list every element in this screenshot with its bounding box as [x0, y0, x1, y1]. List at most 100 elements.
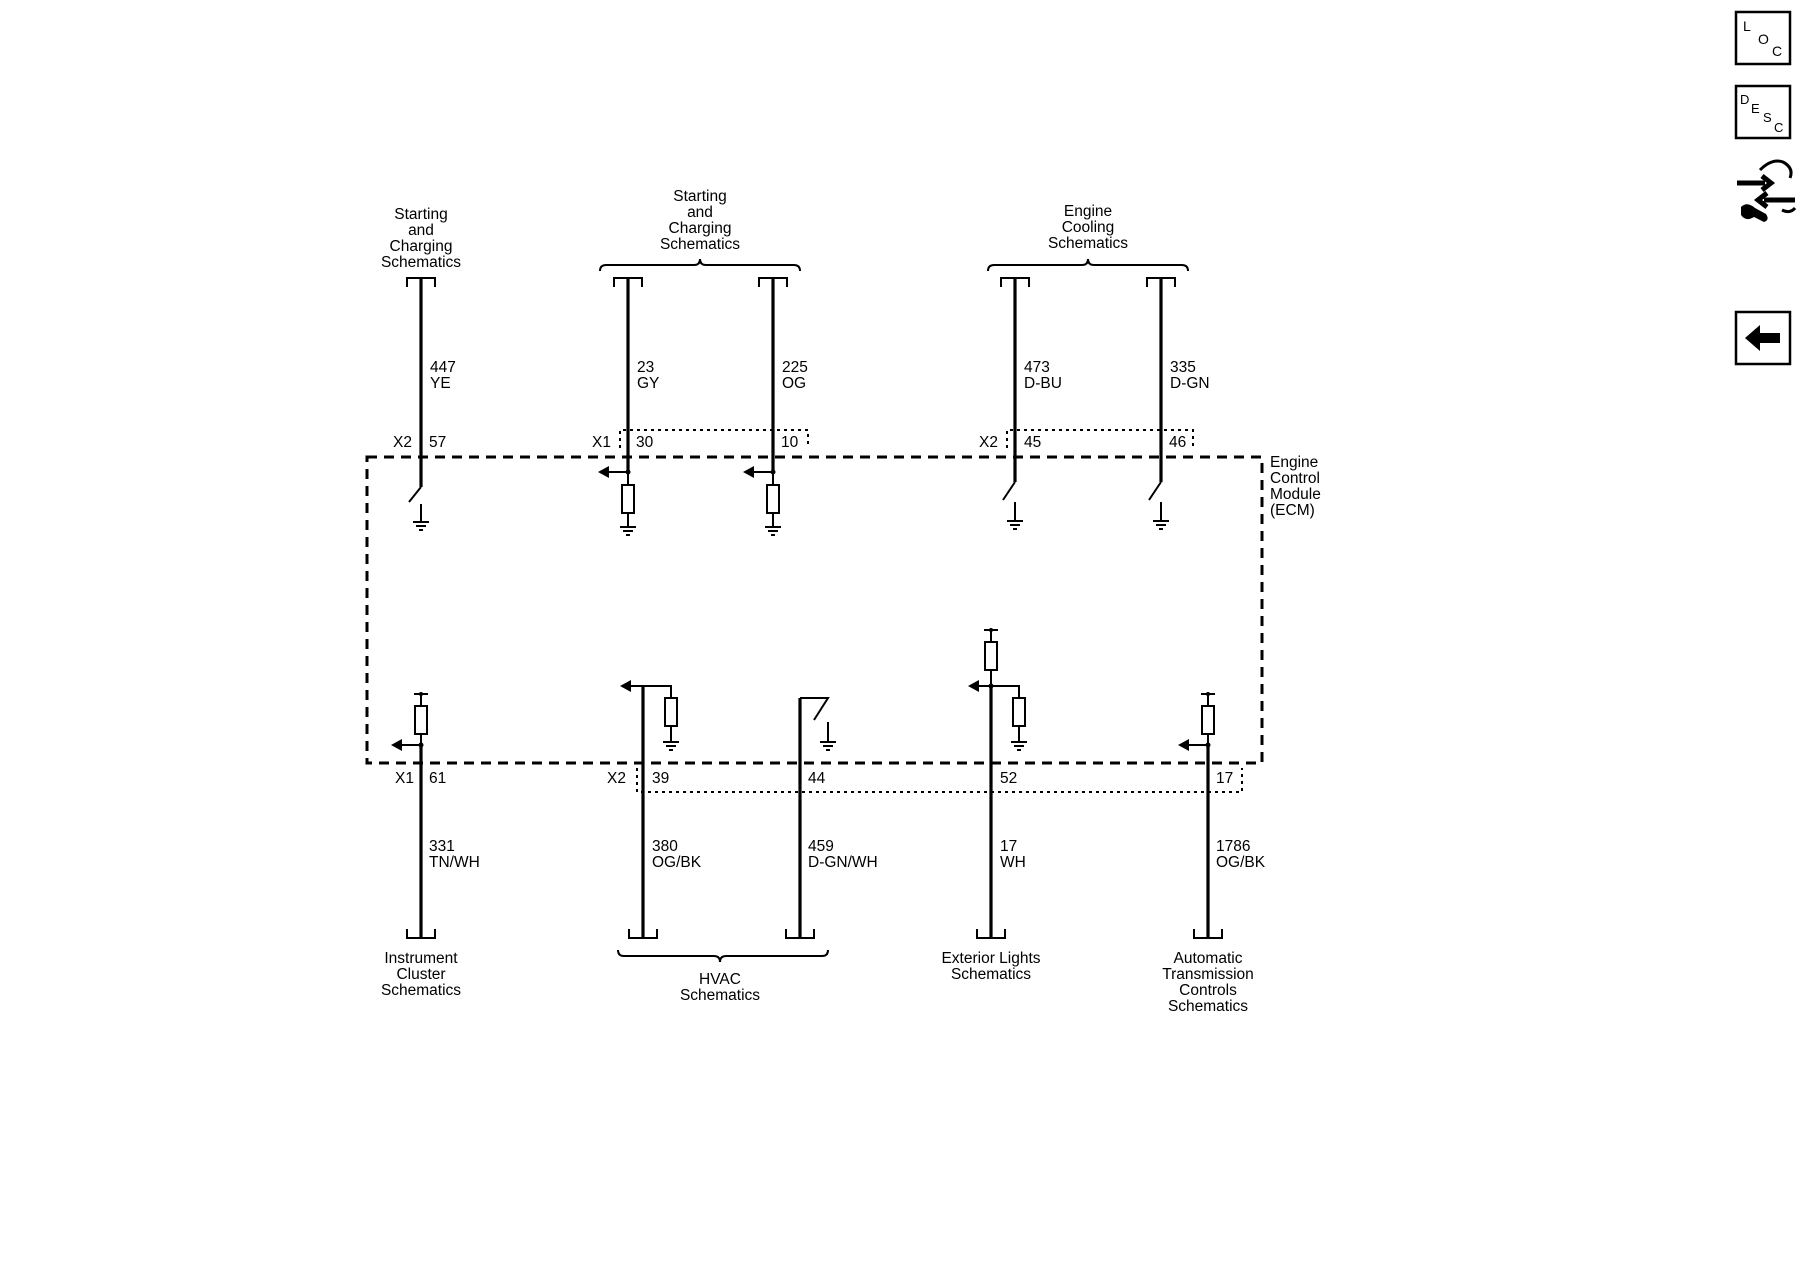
desc-letter: E	[1751, 101, 1760, 116]
ref-label-line: Schematics	[951, 966, 1031, 983]
circuit-number: 380	[652, 838, 678, 855]
ref-label-line: Charging	[669, 220, 732, 237]
resistor-icon	[984, 641, 998, 671]
resistor-icon	[1012, 697, 1026, 727]
circuit-380	[620, 680, 679, 939]
ecm-name-2: Control	[1270, 470, 1320, 487]
ref-label-line: Instrument	[384, 950, 458, 967]
ecm-name-4: (ECM)	[1270, 502, 1315, 519]
switch	[1002, 481, 1016, 501]
top-ref-engine-cooling[interactable]: Engine Cooling Schematics	[1048, 203, 1128, 252]
connector-x2-bottom-outline	[636, 768, 1243, 793]
circuit-225	[743, 277, 788, 536]
loc-button-frame	[1734, 10, 1792, 66]
wrench-icon	[1741, 204, 1768, 222]
loc-button[interactable]: L O C	[1734, 10, 1792, 66]
signal-arrow-icon	[968, 680, 979, 692]
ecm-name-1: Engine	[1270, 454, 1318, 471]
circuit-459	[785, 697, 836, 939]
ref-label-line: Transmission	[1162, 966, 1254, 983]
pin-number: 61	[429, 770, 446, 787]
pulldown-line	[643, 685, 672, 698]
circuit-number: 447	[430, 359, 456, 376]
connector-terminal	[628, 929, 658, 939]
pin-number: 17	[1216, 770, 1233, 787]
circuit-number: 23	[637, 359, 654, 376]
connector-tool-icon[interactable]	[1737, 159, 1797, 222]
loc-letter: L	[1743, 18, 1751, 34]
circuit-17	[968, 628, 1027, 939]
pin-number: 10	[781, 434, 799, 451]
resistor-icon	[1201, 705, 1215, 735]
signal-arrow-icon	[598, 466, 609, 478]
bottom-ref-hvac[interactable]: HVAC Schematics	[680, 971, 760, 1004]
ground-icon	[1007, 502, 1023, 530]
wire-color: D-BU	[1024, 375, 1062, 392]
connector-terminal	[1193, 929, 1223, 939]
desc-button-frame	[1734, 84, 1792, 140]
pin-number: 30	[636, 434, 654, 451]
arrow-left-part	[1753, 191, 1795, 209]
ecm-name-3: Module	[1270, 486, 1321, 503]
switch	[408, 486, 422, 503]
signal-arrow-icon	[620, 680, 631, 692]
resistor-icon	[766, 484, 780, 514]
ground-icon	[1153, 502, 1169, 530]
signal-arrow-icon	[1178, 739, 1189, 751]
junction-dot	[419, 692, 423, 696]
wire-color: GY	[637, 375, 659, 392]
circuit-1786	[1178, 692, 1223, 939]
pin-number: 52	[1000, 770, 1017, 787]
ground-icon	[620, 472, 636, 536]
desc-button[interactable]: D E S C	[1734, 84, 1792, 140]
connector-terminal	[976, 929, 1006, 939]
ref-label-line: HVAC	[699, 971, 741, 988]
bottom-ref-instrument-cluster[interactable]: Instrument Cluster Schematics	[381, 950, 461, 999]
ref-label-line: and	[408, 222, 434, 239]
circuit-number: 1786	[1216, 838, 1250, 855]
ecm-module-box	[365, 455, 1264, 765]
pin-number: 44	[808, 770, 826, 787]
back-button[interactable]	[1734, 310, 1792, 366]
wire-color: WH	[1000, 854, 1026, 871]
brace-top-cooling	[987, 258, 1189, 272]
pin-number: 39	[652, 770, 669, 787]
connector-outline	[1758, 159, 1797, 214]
bottom-ref-automatic-transmission[interactable]: Automatic Transmission Controls Schemati…	[1162, 950, 1254, 1015]
loc-letter: C	[1772, 43, 1782, 59]
connector-x1-top-outline	[619, 429, 809, 448]
ref-label-line: Schematics	[1168, 998, 1248, 1015]
top-ref-starting-charging-2[interactable]: Starting and Charging Schematics	[660, 188, 740, 253]
connector-id: X2	[393, 434, 412, 451]
wire-color: YE	[430, 375, 451, 392]
circuit-number: 459	[808, 838, 834, 855]
ref-label-line: Schematics	[381, 254, 461, 271]
wire-color: OG/BK	[1216, 854, 1266, 871]
ground-icon	[663, 726, 679, 751]
connector-terminal	[406, 929, 436, 939]
ref-label-line: Cluster	[396, 966, 445, 983]
circuit-23	[598, 277, 643, 536]
circuit-number: 225	[782, 359, 808, 376]
pin-number: 46	[1169, 434, 1186, 451]
ref-label-line: Schematics	[381, 982, 461, 999]
top-ref-starting-charging-1[interactable]: Starting and Charging Schematics	[381, 206, 461, 271]
pulldown-line	[991, 685, 1020, 698]
pullup-supply	[414, 693, 428, 745]
pullup-supply	[1201, 693, 1215, 745]
ref-label-line: Controls	[1179, 982, 1237, 999]
ref-label-line: Schematics	[660, 236, 740, 253]
brace-bottom-hvac	[617, 949, 829, 963]
circuit-number: 331	[429, 838, 455, 855]
arrow-right-part	[1737, 174, 1776, 192]
circuit-number: 473	[1024, 359, 1050, 376]
switch	[800, 697, 830, 721]
ref-label-line: Cooling	[1062, 219, 1115, 236]
bottom-ref-exterior-lights[interactable]: Exterior Lights Schematics	[941, 950, 1040, 983]
desc-letter: S	[1763, 110, 1772, 125]
junction-dot	[1206, 692, 1210, 696]
resistor-icon	[664, 697, 678, 727]
ref-label-line: Schematics	[1048, 235, 1128, 252]
ref-label-line: Automatic	[1174, 950, 1243, 967]
